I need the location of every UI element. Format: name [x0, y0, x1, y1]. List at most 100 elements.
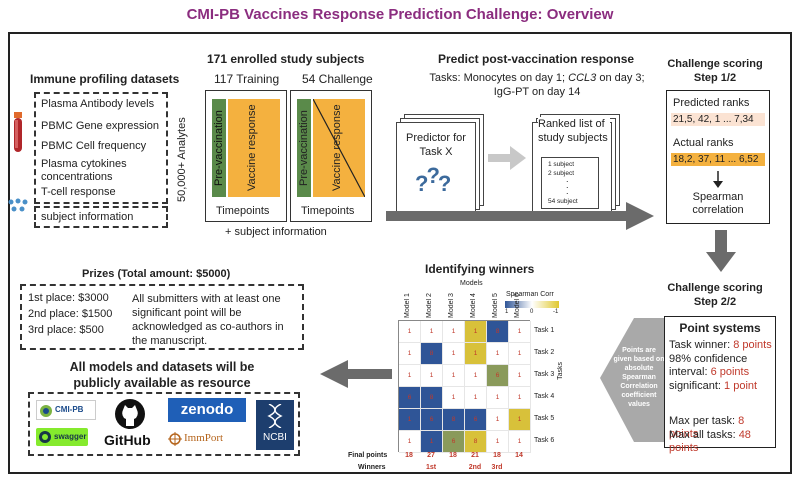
- heatmap-cell: 1: [487, 343, 509, 365]
- public-subheading: publicly available as resource: [73, 376, 251, 390]
- model-label: Model 5: [492, 293, 499, 318]
- analytes-label: 50,000+ Analytes: [176, 117, 188, 203]
- winners-heading: Identifying winners: [425, 262, 535, 276]
- profiling-heading: Immune profiling datasets: [30, 72, 180, 86]
- final-points-value: 18: [405, 452, 413, 459]
- model-label: Model 6: [514, 293, 521, 318]
- arrow-to-step2-icon: [706, 230, 736, 272]
- heatmap-cell: 1: [443, 387, 465, 409]
- ranked-list-label: Ranked list of study subjects: [538, 117, 610, 145]
- final-points-label: Final points: [348, 452, 388, 459]
- prizes-note: All submitters with at least one signifi…: [132, 293, 284, 347]
- task-label: Task 2: [534, 349, 555, 356]
- scoring-step1-subheading: Step 1/2: [693, 72, 737, 84]
- pre-vaccination-bar: Pre-vaccination: [297, 99, 311, 197]
- model-label: Model 1: [404, 293, 411, 318]
- vaccine-response-block: Vaccine response: [313, 99, 365, 197]
- winner-rank: 2nd: [468, 464, 482, 471]
- predicted-ranks-label: Predicted ranks: [673, 97, 750, 109]
- profiling-item: PBMC Cell frequency: [41, 140, 147, 152]
- prize-place: 3rd place: $500: [28, 324, 104, 336]
- legend-tick: -1: [553, 309, 559, 315]
- prizes-heading: Prizes (Total amount: $5000): [82, 268, 231, 280]
- plus-subject-info-label: + subject information: [225, 226, 327, 238]
- predictor-card: Predictor for Task X ???: [396, 122, 476, 214]
- model-label: Model 3: [448, 293, 455, 318]
- light-arrow-icon: [488, 146, 526, 170]
- profiling-item: Plasma Antibody levels: [41, 98, 155, 110]
- winner-rank: 3rd: [491, 464, 503, 471]
- enrolled-heading: 171 enrolled study subjects: [207, 52, 365, 66]
- point-systems-heading: Point systems: [679, 321, 761, 335]
- pre-vaccination-bar: Pre-vaccination: [212, 99, 226, 197]
- callout-shape: [600, 318, 666, 442]
- model-label: Model 2: [426, 293, 433, 318]
- scoring-step1-heading: Challenge scoring: [667, 58, 763, 70]
- prizes-box: 1st place: $3000 2nd place: $1500 3rd pl…: [20, 284, 304, 350]
- heatmap-cell: 6: [465, 409, 487, 431]
- task-label: Task 1: [534, 327, 555, 334]
- heatmap-cell: 1: [509, 343, 531, 365]
- heatmap-cell: 1: [509, 431, 531, 453]
- heatmap-cell: 1: [465, 387, 487, 409]
- final-points-value: 27: [427, 452, 435, 459]
- scoring-step2-subheading: Step 2/2: [693, 296, 737, 308]
- profiling-list-box: Plasma Antibody levels PBMC Gene express…: [34, 92, 168, 204]
- training-label: 117 Training: [214, 72, 280, 86]
- heatmap-cell: 1: [399, 343, 421, 365]
- task-label: Task 5: [534, 415, 555, 422]
- heatmap-cell: 1: [509, 365, 531, 387]
- t-cells-icon: [8, 198, 28, 212]
- final-points-value: 18: [449, 452, 457, 459]
- logos-box: CMI-PB swagger GitHub zenodo ImmPort NCB…: [28, 392, 300, 456]
- predict-heading: Predict post-vaccination response: [438, 52, 635, 66]
- actual-ranks-label: Actual ranks: [673, 137, 734, 149]
- point-row: Max per task: 8 points: [669, 415, 745, 440]
- tasks-text: on day 3;: [596, 72, 645, 84]
- hidden-response-strike: [313, 99, 365, 197]
- legend-colorbar: [505, 301, 559, 308]
- point-systems-box: Point systems Task winner: 8 points 98% …: [664, 316, 776, 454]
- winners-row-label: Winners: [358, 464, 386, 471]
- challenge-label: 54 Challenge: [302, 72, 373, 86]
- heatmap-cell: 1: [465, 321, 487, 343]
- profiling-item: PBMC Gene expression: [41, 120, 159, 132]
- ranked-item: 1 subject: [548, 161, 575, 168]
- profiling-item: Plasma cytokines concentrations: [41, 158, 127, 183]
- arrow-to-prizes-icon: [320, 360, 392, 388]
- arrow-to-scoring-icon: [386, 202, 654, 230]
- ncbi-helix-icon: [267, 404, 283, 428]
- prize-place: 2nd place: $1500: [28, 308, 113, 320]
- immport-logo-icon: [168, 432, 182, 446]
- final-points-value: 14: [515, 452, 523, 459]
- heatmap-cell: 1: [421, 321, 443, 343]
- ranked-item: 54 subject: [548, 198, 578, 205]
- ranked-list-card: Ranked list of study subjects 1 subject …: [532, 117, 612, 214]
- legend-title: Spearman Corr: [506, 291, 554, 298]
- heatmap-cell: 6: [443, 431, 465, 453]
- models-axis-label: Models: [460, 280, 483, 287]
- heatmap-cell: 1: [465, 365, 487, 387]
- immport-logo: ImmPort: [168, 430, 246, 448]
- heatmap-cell: 8: [421, 387, 443, 409]
- task-label: Task 6: [534, 437, 555, 444]
- heatmap-cell: 1: [509, 409, 531, 431]
- challenge-panel: Pre-vaccination Vaccine response Timepoi…: [290, 90, 372, 222]
- points-note: Points are given based on absolute Spear…: [613, 347, 665, 408]
- heatmap-cell: 8: [487, 321, 509, 343]
- spearman-label: Spearman correlation: [692, 191, 744, 216]
- github-octocat-icon: [115, 399, 145, 429]
- ncbi-logo: NCBI: [256, 400, 294, 450]
- heatmap-cell: 8: [421, 343, 443, 365]
- tasks-line-1: Tasks: Monocytes on day 1; CCL3 on day 3…: [412, 72, 662, 84]
- zenodo-logo: zenodo: [168, 398, 246, 422]
- ccl3-text: CCL3: [568, 72, 597, 84]
- heatmap-cell: 1: [421, 431, 443, 453]
- task-label: Task 3: [534, 371, 555, 378]
- heatmap-cell: 1: [465, 343, 487, 365]
- down-arrow-icon: [713, 171, 723, 188]
- scoring-step2-heading: Challenge scoring: [667, 282, 763, 294]
- actual-ranks-values: 18,2, 37, 11 ... 6,52: [671, 153, 765, 166]
- task-label: Task 4: [534, 393, 555, 400]
- heatmap-cell: 6: [421, 409, 443, 431]
